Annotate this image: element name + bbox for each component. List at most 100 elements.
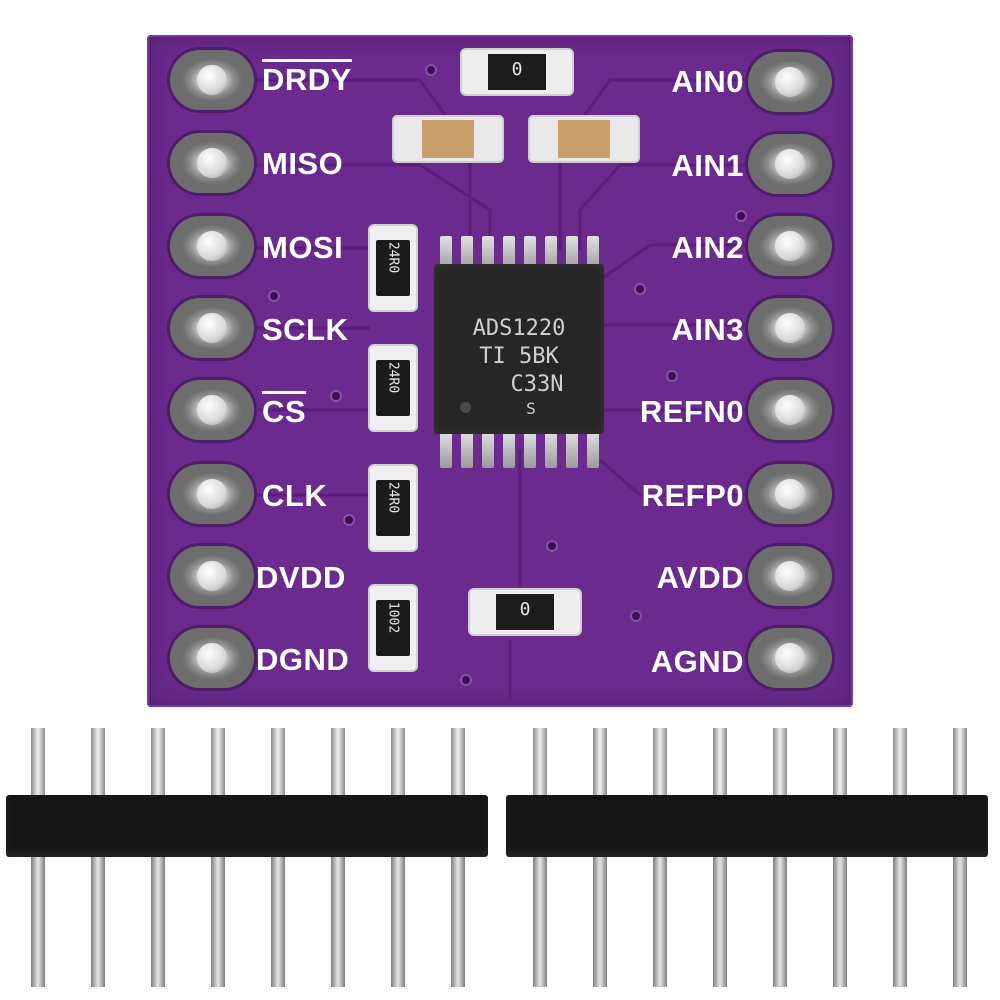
resistor-marking: 24R0 bbox=[385, 481, 401, 514]
pad-right-2 bbox=[748, 134, 832, 194]
pad-left-7 bbox=[170, 546, 254, 606]
header-pin bbox=[151, 728, 165, 798]
chip-pin bbox=[482, 432, 494, 468]
header-pin bbox=[893, 855, 907, 987]
pin-label-ain2: AIN2 bbox=[671, 230, 744, 265]
resistor-body bbox=[376, 600, 410, 656]
header-pin bbox=[593, 728, 607, 798]
header-pin bbox=[773, 855, 787, 987]
header-pin bbox=[713, 728, 727, 798]
chip-pin bbox=[587, 432, 599, 468]
resistor-marking: 24R0 bbox=[385, 361, 401, 394]
header-pin bbox=[31, 855, 45, 987]
header-pin bbox=[91, 855, 105, 987]
pin-header-left bbox=[6, 795, 488, 857]
header-pin bbox=[31, 728, 45, 798]
resistor-body bbox=[376, 480, 410, 536]
zero-ohm-resistor-top: 0 bbox=[462, 50, 572, 94]
chip-pin bbox=[587, 236, 599, 272]
header-pin bbox=[893, 728, 907, 798]
via bbox=[332, 392, 340, 400]
chip-pin bbox=[566, 236, 578, 272]
pad-right-5 bbox=[748, 380, 832, 440]
chip-pin bbox=[503, 432, 515, 468]
via bbox=[462, 676, 470, 684]
via bbox=[632, 612, 640, 620]
header-pin bbox=[833, 728, 847, 798]
header-pin bbox=[593, 855, 607, 987]
via bbox=[668, 372, 676, 380]
pad-left-1 bbox=[170, 50, 254, 110]
pin-label-dgnd: DGND bbox=[256, 642, 350, 677]
pad-left-6 bbox=[170, 464, 254, 524]
header-pin bbox=[953, 855, 967, 987]
pad-right-6 bbox=[748, 464, 832, 524]
header-pin bbox=[533, 728, 547, 798]
adc-chip: ADS1220 TI 5BK C33N S bbox=[434, 264, 604, 434]
chip-pin bbox=[524, 236, 536, 272]
resistor-body bbox=[376, 360, 410, 416]
resistor-2: 24R0 bbox=[370, 346, 416, 430]
header-pin bbox=[653, 728, 667, 798]
pin-label-ain0: AIN0 bbox=[671, 64, 744, 99]
resistor-1: 24R0 bbox=[370, 226, 416, 310]
pad-left-2 bbox=[170, 133, 254, 193]
chip-marking-line3: C33N bbox=[510, 372, 564, 397]
pad-right-8 bbox=[748, 628, 832, 688]
header-pin bbox=[773, 728, 787, 798]
header-pin bbox=[533, 855, 547, 987]
via bbox=[427, 66, 435, 74]
via bbox=[345, 516, 353, 524]
header-pin bbox=[151, 855, 165, 987]
capacitor-left bbox=[394, 117, 502, 161]
pin-label-drdy: DRDY bbox=[262, 62, 352, 97]
header-pin bbox=[713, 855, 727, 987]
pad-right-4 bbox=[748, 298, 832, 358]
via bbox=[636, 285, 644, 293]
header-pin bbox=[211, 728, 225, 798]
capacitor-right bbox=[530, 117, 638, 161]
resistor-body bbox=[488, 54, 546, 90]
chip-pin bbox=[461, 236, 473, 272]
resistor-3: 24R0 bbox=[370, 466, 416, 550]
chip-marking-line1: ADS1220 bbox=[472, 316, 566, 341]
header-pin bbox=[833, 855, 847, 987]
pad-left-4 bbox=[170, 298, 254, 358]
pin-label-sclk: SCLK bbox=[262, 312, 349, 347]
chip-pin bbox=[461, 432, 473, 468]
header-pin bbox=[271, 728, 285, 798]
header-pin bbox=[953, 728, 967, 798]
header-pin bbox=[391, 855, 405, 987]
pin-label-mosi: MOSI bbox=[262, 230, 344, 265]
pin-label-miso: MISO bbox=[262, 146, 344, 181]
pad-right-7 bbox=[748, 546, 832, 606]
resistor-marking: 24R0 bbox=[385, 241, 401, 274]
resistor-marking: 0 bbox=[511, 59, 523, 80]
resistor-4: 1002 bbox=[370, 586, 416, 670]
chip-pin bbox=[503, 236, 515, 272]
pin1-dot bbox=[460, 402, 471, 413]
pin-label-clk: CLK bbox=[262, 478, 328, 513]
via bbox=[737, 212, 745, 220]
resistor-body bbox=[376, 240, 410, 296]
header-pin bbox=[211, 855, 225, 987]
pin-label-cs: CS bbox=[262, 394, 307, 429]
resistor-marking: 1002 bbox=[385, 601, 401, 634]
chip-marking-line4: S bbox=[526, 399, 536, 418]
header-pin bbox=[331, 855, 345, 987]
pin-label-avdd: AVDD bbox=[656, 560, 744, 595]
pin-label-refp0: REFP0 bbox=[641, 478, 744, 513]
chip-pin bbox=[545, 236, 557, 272]
capacitor-body bbox=[558, 120, 610, 158]
chip-pin bbox=[566, 432, 578, 468]
pin-label-dvdd: DVDD bbox=[256, 560, 346, 595]
header-pin bbox=[451, 855, 465, 987]
pin-label-refn0: REFN0 bbox=[639, 394, 744, 429]
chip-pin bbox=[440, 432, 452, 468]
header-pin bbox=[91, 728, 105, 798]
chip-pin bbox=[440, 236, 452, 272]
header-pin bbox=[451, 728, 465, 798]
pin-label-agnd: AGND bbox=[650, 644, 744, 679]
pad-right-3 bbox=[748, 216, 832, 276]
